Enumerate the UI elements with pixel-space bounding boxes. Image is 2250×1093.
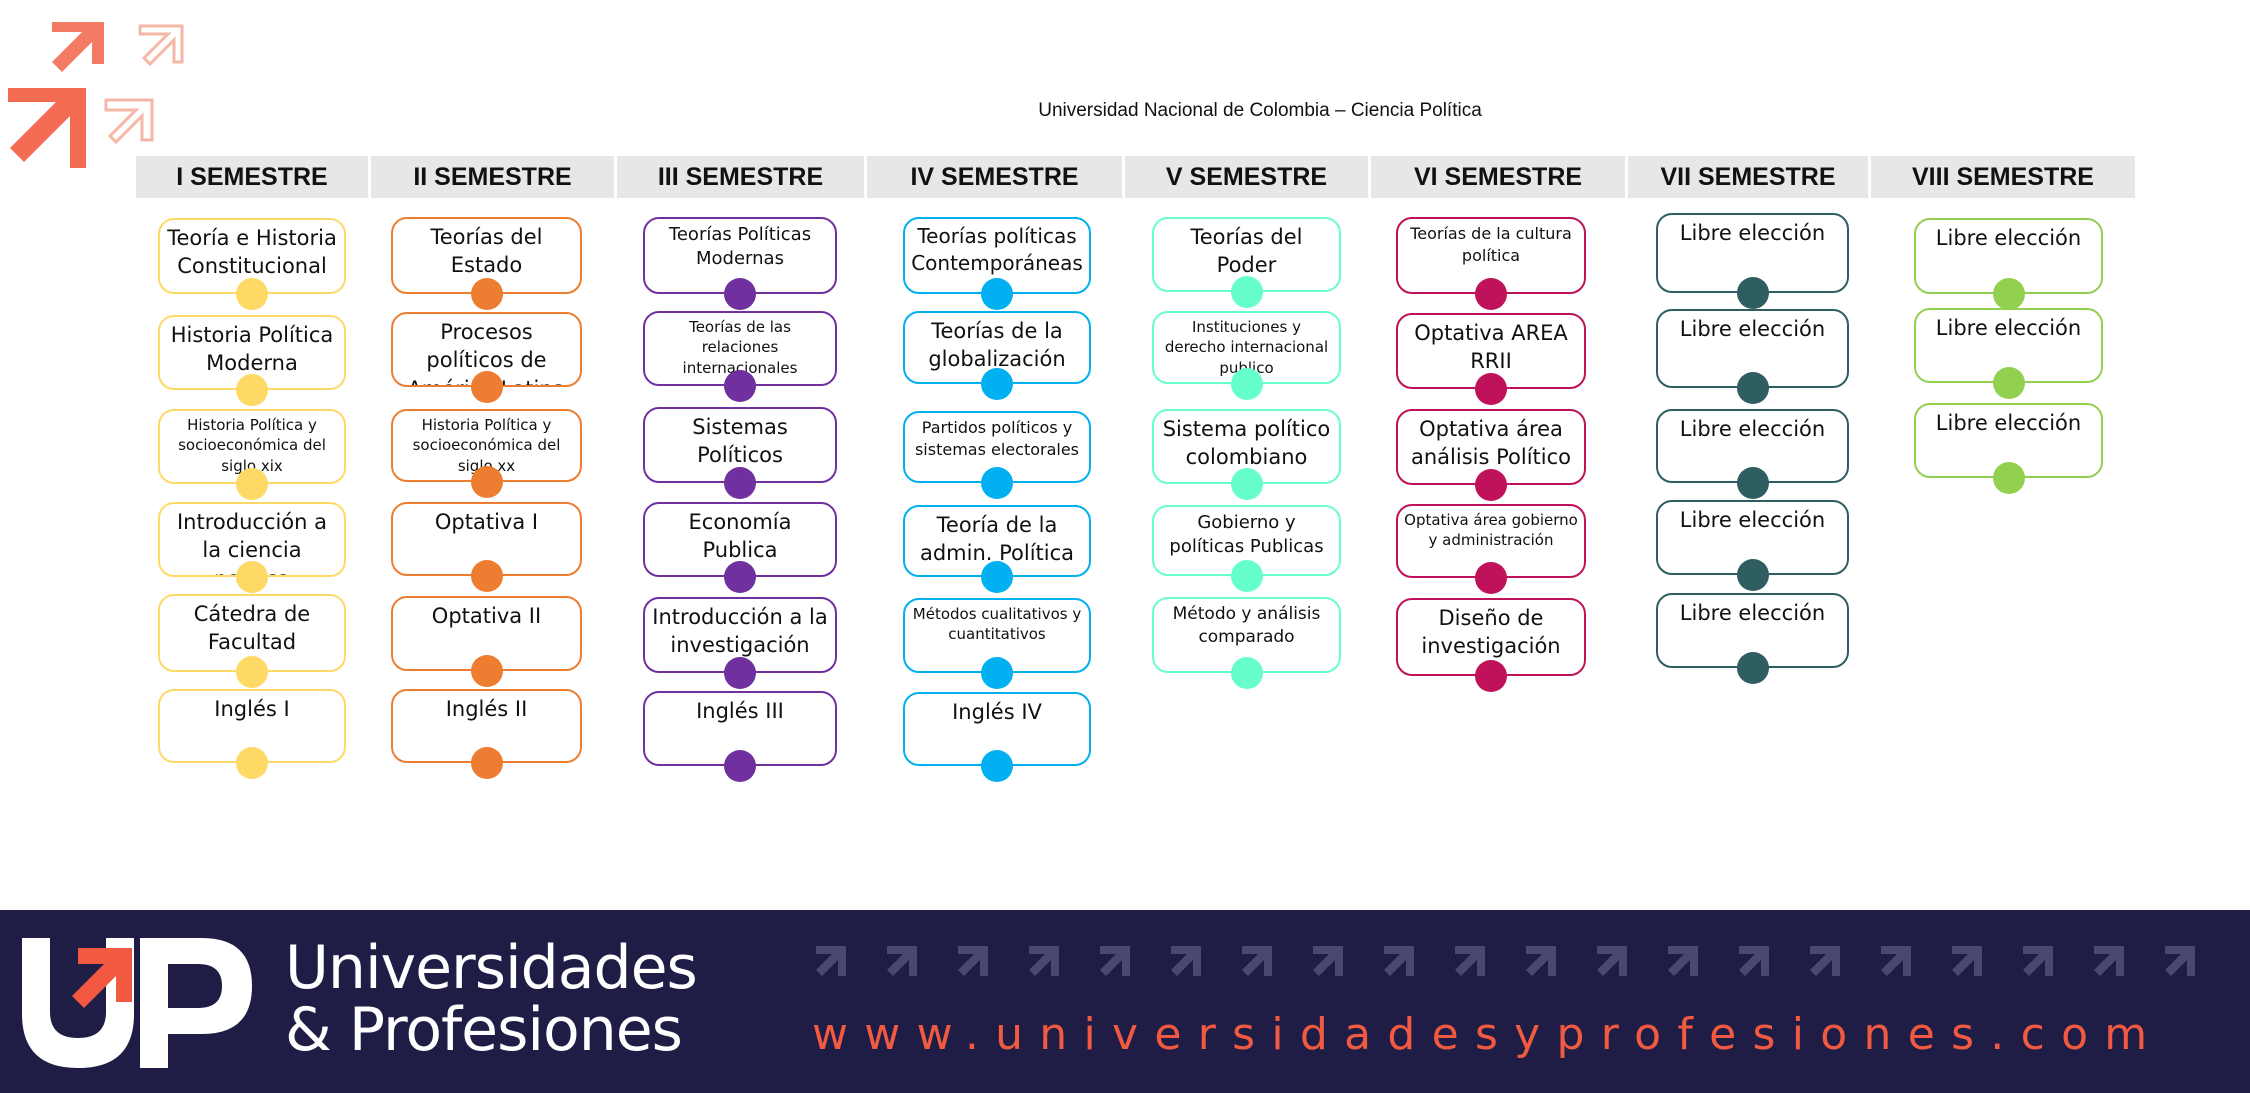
course-connector-dot	[470, 278, 503, 310]
header-separator	[1625, 156, 1628, 198]
course-card: Libre elección	[1656, 500, 1849, 575]
chevron-icon	[2165, 946, 2195, 976]
header-separator	[1368, 156, 1371, 198]
course-connector-dot	[1992, 278, 2025, 310]
chevron-icon	[2094, 946, 2124, 976]
chevron-icon	[2023, 946, 2053, 976]
course-connector-dot	[1736, 277, 1769, 309]
course-connector-dot	[1230, 657, 1263, 689]
course-card: Inglés I	[158, 689, 346, 763]
course-card: Libre elección	[1914, 308, 2103, 383]
course-connector-dot	[1230, 560, 1263, 592]
chevron-icon	[1100, 946, 1130, 976]
chevron-icon	[1668, 946, 1698, 976]
chevron-icon	[1171, 946, 1201, 976]
course-connector-dot	[981, 278, 1013, 310]
course-connector-dot	[236, 278, 268, 310]
course-card: Sistemas Políticos	[643, 407, 837, 483]
course-connector-dot	[470, 466, 503, 498]
course-connector-dot	[236, 747, 268, 779]
semester-header: III SEMESTRE	[657, 163, 824, 191]
page-title: Universidad Nacional de Colombia – Cienc…	[1038, 100, 1482, 121]
header-separator	[1868, 156, 1871, 198]
course-card: Introducción a la investigación	[643, 597, 837, 673]
semester-header-bar	[136, 156, 2135, 198]
course-connector-dot	[724, 750, 756, 782]
course-connector-dot	[724, 278, 756, 310]
corner-arrows-logo	[8, 22, 184, 168]
course-connector-dot	[981, 750, 1013, 782]
course-connector-dot	[236, 374, 268, 406]
chevron-icon	[1597, 946, 1627, 976]
semester-header: VII SEMESTRE	[1660, 163, 1836, 191]
course-connector-dot	[724, 370, 756, 402]
chevron-icon	[1242, 946, 1272, 976]
header-separator	[1122, 156, 1125, 198]
course-connector-dot	[1992, 367, 2025, 399]
course-connector-dot	[981, 467, 1013, 499]
chevron-icon	[816, 946, 846, 976]
chevron-icon	[1952, 946, 1982, 976]
chevron-icon	[1526, 946, 1556, 976]
semester-header: VIII SEMESTRE	[1912, 163, 2094, 191]
chevron-icon	[958, 946, 988, 976]
chevron-pattern-icon	[816, 946, 2195, 976]
course-connector-dot	[1475, 278, 1507, 310]
chevron-icon	[1455, 946, 1485, 976]
course-connector-dot	[724, 467, 756, 499]
course-connector-dot	[236, 656, 268, 688]
course-connector-dot	[1736, 652, 1769, 684]
course-connector-dot	[724, 657, 756, 689]
semester-header: VI SEMESTRE	[1413, 163, 1583, 191]
chevron-icon	[1739, 946, 1769, 976]
brand-name: Universidades & Profesiones	[285, 933, 698, 1065]
course-connector-dot	[1992, 462, 2025, 494]
course-connector-dot	[724, 561, 756, 593]
course-connector-dot	[1736, 559, 1769, 591]
chevron-icon	[1810, 946, 1840, 976]
website-url: www.universidadesyprofesiones.com	[812, 1009, 2164, 1060]
header-separator	[864, 156, 867, 198]
course-connector-dot	[470, 747, 503, 779]
course-connector-dot	[1475, 469, 1507, 501]
chevron-icon	[1384, 946, 1414, 976]
header-separator	[368, 156, 371, 198]
chevron-icon	[887, 946, 917, 976]
brand-line-1: Universidades	[285, 933, 698, 1003]
course-connector-dot	[236, 468, 268, 500]
course-connector-dot	[470, 371, 503, 403]
course-connector-dot	[1475, 660, 1507, 692]
up-logo	[22, 938, 252, 1068]
course-card: Libre elección	[1656, 213, 1849, 293]
course-connector-dot	[1230, 368, 1263, 400]
semester-header: IV SEMESTRE	[910, 163, 1079, 191]
chevron-icon	[1313, 946, 1343, 976]
course-connector-dot	[470, 560, 503, 592]
course-connector-dot	[981, 657, 1013, 689]
course-card: Partidos políticos y sistemas electorale…	[903, 411, 1091, 483]
footer-banner	[0, 910, 2250, 1093]
course-connector-dot	[1230, 276, 1263, 308]
course-connector-dot	[236, 561, 268, 593]
brand-line-2: & Profesiones	[285, 995, 683, 1065]
course-connector-dot	[981, 561, 1013, 593]
chevron-icon	[1881, 946, 1911, 976]
course-card: Teorías del Poder	[1152, 217, 1341, 292]
course-connector-dot	[1475, 373, 1507, 405]
course-card: Teoría e Historia Constitucional	[158, 218, 346, 294]
course-connector-dot	[1475, 562, 1507, 594]
course-connector-dot	[1230, 468, 1263, 500]
semester-header: V SEMESTRE	[1165, 163, 1328, 191]
semester-header: II SEMESTRE	[413, 163, 572, 191]
chevron-icon	[1029, 946, 1059, 976]
course-connector-dot	[981, 368, 1013, 400]
course-connector-dot	[1736, 467, 1769, 499]
header-separator	[614, 156, 617, 198]
semester-header: I SEMESTRE	[176, 163, 328, 191]
course-connector-dot	[1736, 372, 1769, 404]
course-connector-dot	[470, 655, 503, 687]
